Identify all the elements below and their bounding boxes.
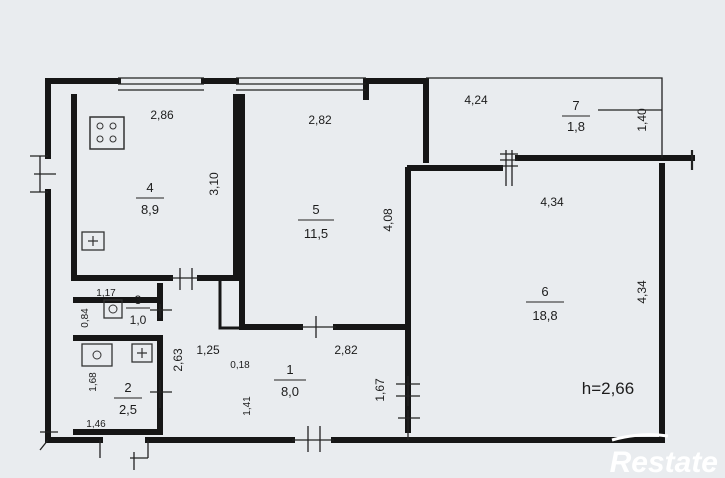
room-6-area: 18,8	[532, 308, 557, 323]
room-5-area: 11,5	[304, 226, 328, 241]
room-5-number: 5	[312, 202, 319, 217]
watermark-logo: Restate	[610, 433, 718, 478]
dimension-bath-width: 1,17	[96, 288, 116, 299]
windows	[30, 77, 518, 193]
watermark-text: Restate	[610, 446, 718, 478]
room-1-area: 8,0	[281, 384, 299, 399]
ventilation-shaft	[218, 276, 244, 330]
stove-icon	[89, 116, 125, 150]
dimension-hall-depth: 1,41	[242, 396, 253, 416]
entrance-bottom-stub	[99, 440, 149, 470]
dimension-bath-depth: 0,84	[80, 308, 91, 328]
window-kitchen	[118, 77, 204, 91]
bath-sink-icon	[131, 343, 153, 363]
room-3-number: 3	[135, 293, 142, 307]
room-2-area: 2,5	[119, 402, 137, 417]
dimension-wc-height: 2,63	[171, 348, 185, 372]
balcony-outline	[426, 77, 663, 158]
dimension-wall-thickness: 0,18	[230, 360, 250, 371]
left-bottom-stub	[39, 431, 58, 451]
door-kitchen	[170, 268, 200, 290]
dimension-labels: 2,86 2,82 4,24 1,40 3,10 4,08 4,34 4,34 …	[80, 93, 649, 430]
room-1-number: 1	[286, 362, 293, 377]
door-entrance	[292, 426, 334, 452]
bathtub-icon	[81, 343, 113, 367]
dimension-balcony-depth: 1,40	[635, 108, 649, 132]
washbasin-icon	[103, 299, 123, 319]
dimension-kitchen-length: 3,10	[207, 172, 221, 196]
dimension-hall-length: 2,82	[334, 343, 358, 357]
door-room5	[300, 316, 336, 338]
dimension-hall-width: 1,25	[196, 343, 220, 357]
window-left	[30, 155, 56, 193]
room-2-number: 2	[124, 380, 131, 395]
room6-bottom-stub	[398, 410, 420, 440]
room-7-area: 1,8	[567, 119, 585, 134]
dimension-wc-depth: 1,68	[88, 372, 99, 392]
fixtures	[81, 116, 153, 367]
room-3-area: 1,0	[130, 313, 147, 327]
room-7-number: 7	[572, 98, 579, 113]
dimension-room6-width: 4,34	[540, 195, 564, 209]
kitchen-sink-icon	[81, 231, 105, 251]
room-labels: 4 8,9 5 11,5 6 18,8 7 1,8 3 1,0 2 2,5 1 …	[114, 98, 590, 417]
ceiling-height-label: h=2,66	[582, 379, 634, 398]
room-6-number: 6	[541, 284, 548, 299]
doors	[39, 268, 420, 470]
dimension-entrance-depth: 1,67	[373, 378, 387, 402]
window-room5	[236, 77, 366, 91]
room-4-area: 8,9	[141, 202, 159, 217]
window-room6	[500, 150, 518, 186]
dimension-room5-length: 4,08	[381, 208, 395, 232]
dimension-wc-width: 1,46	[86, 419, 106, 430]
dimension-kitchen-width: 2,86	[150, 108, 174, 122]
door-room6	[396, 376, 420, 406]
room-4-number: 4	[146, 180, 153, 195]
door-wc	[150, 380, 172, 408]
dimension-room6-length: 4,34	[635, 280, 649, 304]
door-bath	[150, 304, 172, 318]
dimension-balcony-width: 4,24	[464, 93, 488, 107]
watermark-swoosh	[611, 433, 669, 442]
dimension-room5-width: 2,82	[308, 113, 332, 127]
